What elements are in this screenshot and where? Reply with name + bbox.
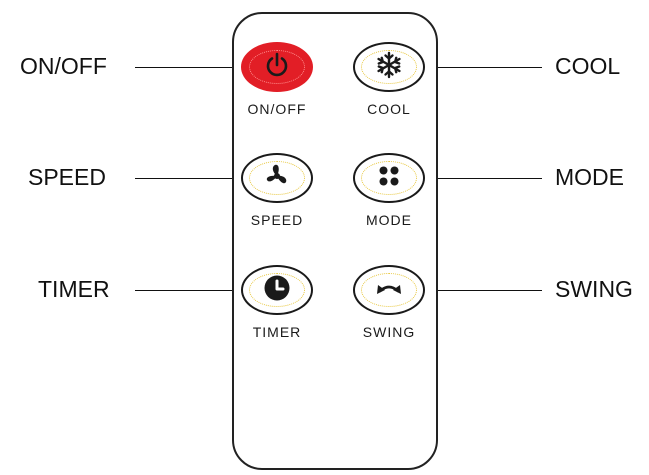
snowflake-icon	[374, 50, 404, 85]
four-dots-icon	[374, 161, 404, 196]
callout-swing: SWING	[555, 276, 633, 302]
callout-cool: COOL	[555, 53, 621, 79]
power-icon	[262, 50, 292, 85]
leader-line-swing	[414, 290, 542, 291]
on-off-button[interactable]	[241, 42, 313, 92]
leader-line-timer	[135, 290, 265, 291]
on-off-label: ON/OFF	[247, 101, 307, 117]
leader-line-mode	[414, 178, 542, 179]
timer-label: TIMER	[252, 324, 302, 340]
callout-mode: MODE	[555, 164, 624, 190]
timer-button[interactable]	[241, 265, 313, 315]
clock-icon	[262, 273, 292, 308]
mode-button[interactable]	[353, 153, 425, 203]
leader-line-onoff	[135, 67, 265, 68]
swing-button[interactable]	[353, 265, 425, 315]
speed-button[interactable]	[241, 153, 313, 203]
mode-label: MODE	[366, 212, 412, 228]
leader-line-cool	[414, 67, 542, 68]
fan-icon	[262, 161, 292, 196]
callout-onoff: ON/OFF	[20, 53, 107, 79]
swing-label: SWING	[362, 324, 416, 340]
swing-arrows-icon	[374, 273, 404, 308]
callout-speed: SPEED	[28, 164, 106, 190]
cool-label: COOL	[367, 101, 411, 117]
callout-timer: TIMER	[38, 276, 110, 302]
cool-button[interactable]	[353, 42, 425, 92]
speed-label: SPEED	[250, 212, 304, 228]
leader-line-speed	[135, 178, 265, 179]
